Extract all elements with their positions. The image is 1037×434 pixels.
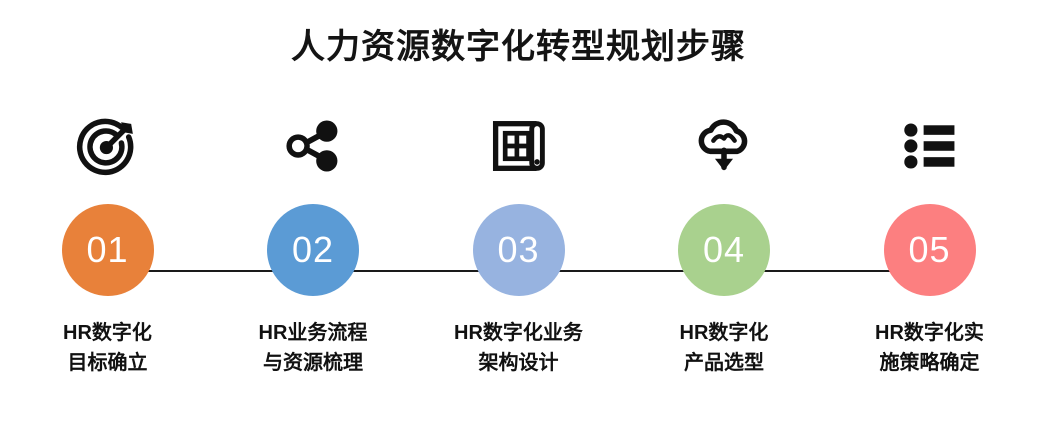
share-nodes-icon [279, 110, 347, 182]
connector-line-4-5 [752, 270, 948, 272]
step-item-5: 05 HR数字化实 施策略确定 [832, 110, 1027, 378]
step-caption-4: HR数字化 产品选型 [680, 318, 769, 378]
blueprint-icon [485, 110, 553, 182]
step-caption-line-1: HR数字化 [679, 322, 769, 344]
step-item-2: 02 HR业务流程 与资源梳理 [216, 110, 411, 378]
step-number-circle-3[interactable]: 03 [472, 204, 565, 296]
cloud-download-icon [690, 110, 758, 182]
bullet-list-icon [896, 110, 964, 182]
step-caption-2: HR业务流程 与资源梳理 [259, 318, 368, 378]
connector-line-2-3 [330, 270, 526, 272]
step-caption-line-2: 施策略确定 [879, 352, 980, 374]
step-caption-line-2: 与资源梳理 [262, 352, 363, 374]
steps-row: 01 HR数字化 目标确立 02 HR业务流程 与资源梳理 [0, 110, 1037, 420]
connector-line-1-2 [118, 270, 314, 272]
step-caption-line-1: HR数字化业务 [454, 322, 583, 344]
step-item-4: 04 HR数字化 产品选型 [627, 110, 822, 378]
step-caption-line-2: 产品选型 [683, 352, 764, 374]
page-title: 人力资源数字化转型规划步骤 [291, 28, 746, 66]
connector-line-3-4 [541, 270, 737, 272]
step-caption-3: HR数字化业务 架构设计 [454, 318, 583, 378]
step-caption-line-2: 目标确立 [67, 352, 148, 374]
step-number-circle-2[interactable]: 02 [267, 204, 359, 296]
step-caption-line-1: HR业务流程 [258, 322, 368, 344]
step-caption-line-1: HR数字化实 [875, 322, 984, 344]
step-caption-line-2: 架构设计 [478, 352, 559, 374]
step-caption-1: HR数字化 目标确立 [63, 318, 152, 378]
target-arrow-icon [74, 110, 142, 182]
step-number-circle-5[interactable]: 05 [883, 204, 976, 296]
step-item-1: 01 HR数字化 目标确立 [10, 110, 205, 378]
step-number-circle-4[interactable]: 04 [678, 204, 770, 296]
step-caption-line-1: HR数字化 [63, 322, 152, 344]
step-item-3: 03 HR数字化业务 架构设计 [421, 110, 616, 378]
step-number-circle-1[interactable]: 01 [61, 204, 154, 296]
step-caption-5: HR数字化实 施策略确定 [875, 318, 984, 378]
